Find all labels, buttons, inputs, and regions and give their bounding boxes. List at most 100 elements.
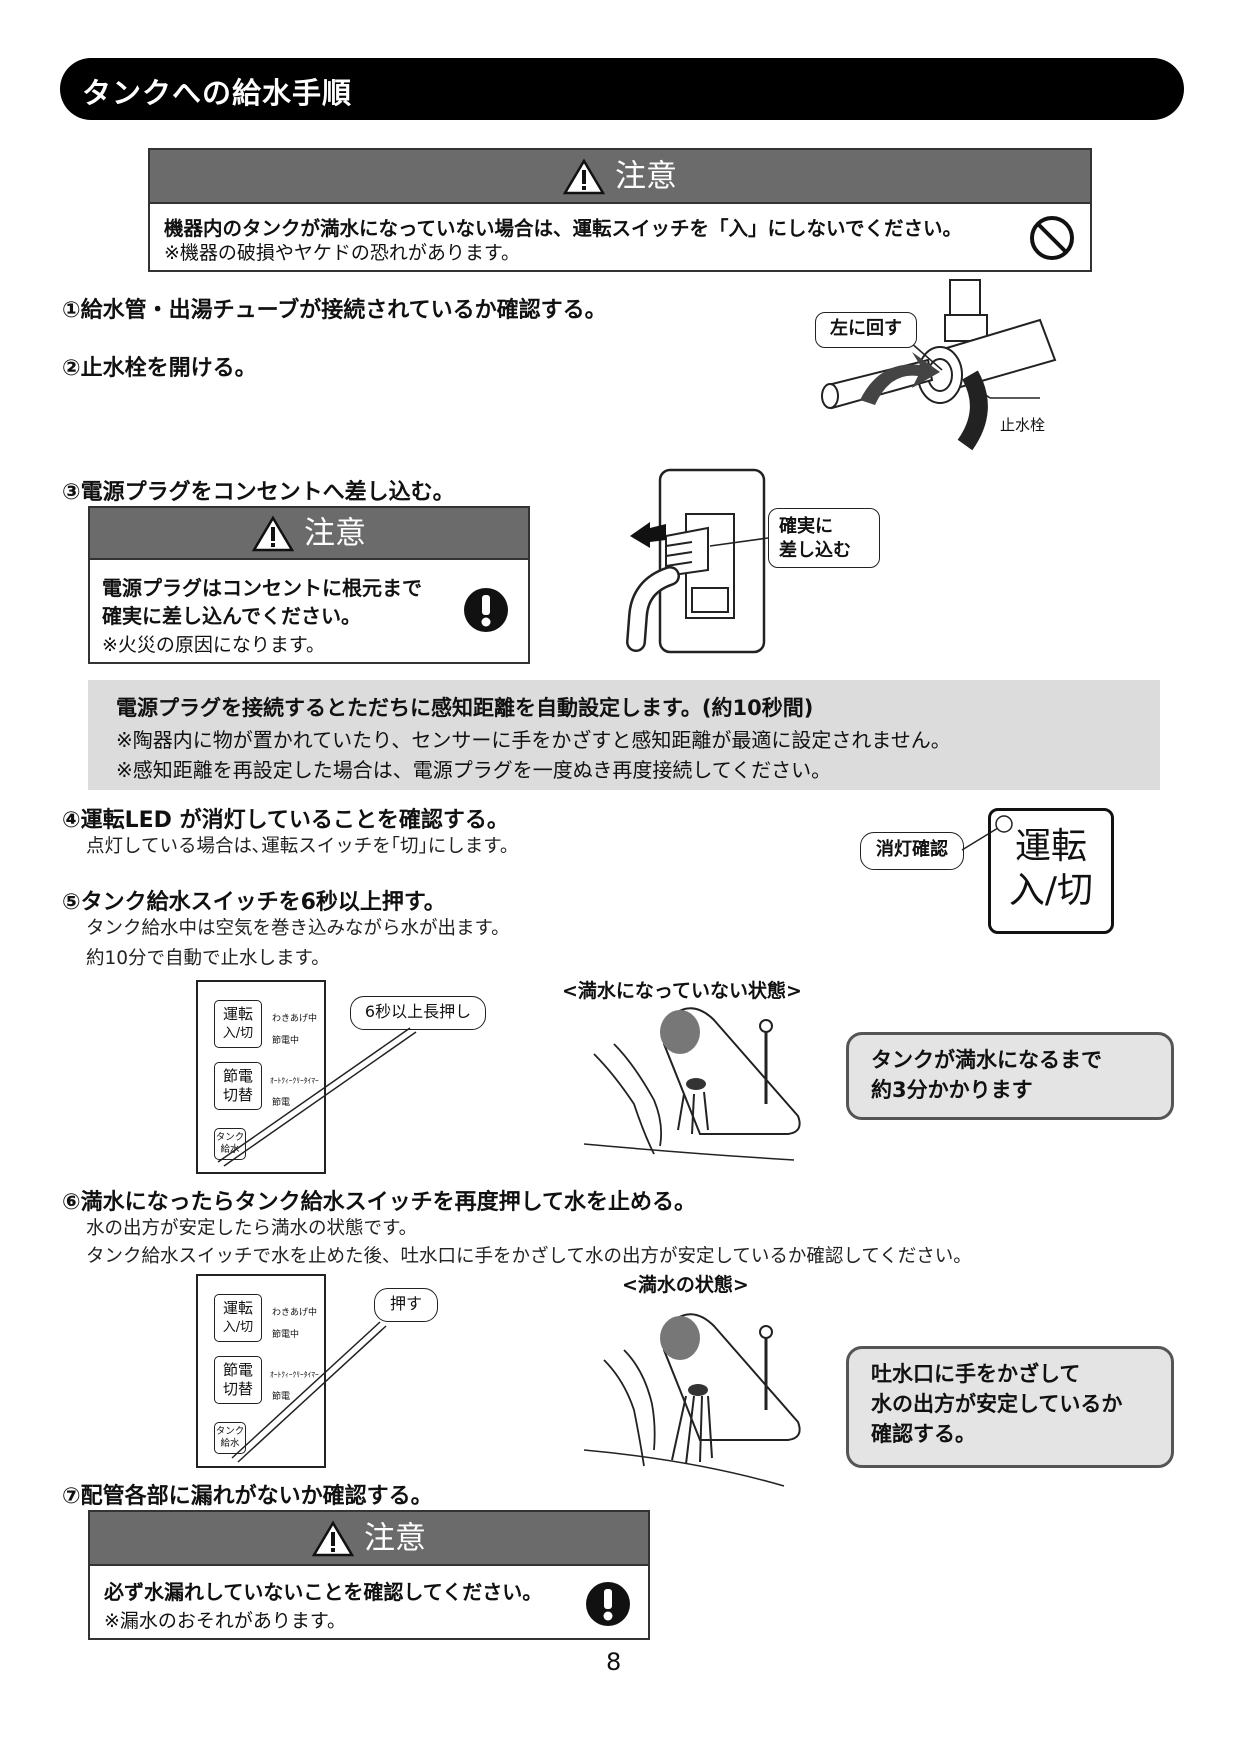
caution-box-top: 注意 機器内のタンクが満水になっていない場合は、運転スイッチを「入」にしないでく… <box>148 148 1092 272</box>
run-button-line1: 運転 <box>1014 826 1087 867</box>
power-save-label1: 節電 <box>222 1067 253 1085</box>
sensor-note-line3: ※感知距離を再設定した場合は、電源プラグを一度ぬき再度接続してください。 <box>116 758 832 782</box>
run-button-label2: 入/切 <box>222 1026 254 1041</box>
tank-fill-button[interactable]: タンク 給水 <box>214 1422 246 1454</box>
caution-text-line1: 電源プラグはコンセントに根元まで <box>102 576 422 600</box>
caution-body: 必ず水漏れしていないことを確認してください。 ※漏水のおそれがあります。 <box>90 1566 648 1640</box>
tank-fill-button[interactable]: タンク 給水 <box>214 1128 246 1160</box>
sensor-note-box: 電源プラグを接続するとただちに感知距離を自動設定します。(約10秒間) ※陶器内… <box>88 680 1160 790</box>
run-button-large: 運転 入/切 <box>988 808 1114 934</box>
power-save-label2: 切替 <box>222 1380 253 1398</box>
run-button-line2: 入/切 <box>1008 870 1094 911</box>
power-save-button[interactable]: 節電 切替 <box>214 1062 262 1110</box>
saving-label: 節電中 <box>272 1330 300 1340</box>
saving-label: 節電中 <box>272 1036 300 1046</box>
caution-text-main: 機器内のタンクが満水になっていない場合は、運転スイッチを「入」にしないでください… <box>164 217 962 240</box>
faucet-full-illustration <box>583 1313 801 1487</box>
tank-fill-time-line2: 約3分かかります <box>871 1078 1033 1102</box>
tank-fill-label2: 給水 <box>220 1144 240 1155</box>
caution-text-note: ※機器の破損やヤケドの恐れがあります。 <box>164 242 521 264</box>
auto-timer-label: ｵｰﾄｸｨｰｸﾘｰﾀｲﾏｰ <box>270 1370 319 1379</box>
check-flow-line1: 吐水口に手をかざして <box>871 1362 1081 1386</box>
caution-text-note: ※漏水のおそれがあります。 <box>104 1610 347 1632</box>
press-tag: 押す <box>374 1288 438 1322</box>
heating-label: わきあげ中 <box>272 1014 318 1024</box>
tank-fill-time-line1: タンクが満水になるまで <box>871 1048 1102 1072</box>
step-4-detail: 点灯している場合は､運転スイッチを｢切｣にします。 <box>86 836 519 857</box>
saving-label-2: 節電 <box>272 1392 291 1402</box>
power-save-button[interactable]: 節電 切替 <box>214 1356 262 1404</box>
heating-label: わきあげ中 <box>272 1308 318 1318</box>
led-indicator-icon <box>995 815 1013 833</box>
step-7: ⑦配管各部に漏れがないか確認する。 <box>62 1484 433 1509</box>
step-6-detail-1: 水の出方が安定したら満水の状態です。 <box>86 1218 418 1239</box>
tank-fill-label1: タンク <box>215 1132 245 1143</box>
caution-header: 注意 <box>90 1512 648 1566</box>
run-button-label1: 運転 <box>222 1299 253 1317</box>
step-3: ③電源プラグをコンセントへ差し込む。 <box>62 480 455 505</box>
sensor-note-main: 電源プラグを接続するとただちに感知距離を自動設定します。(約10秒間) <box>116 696 814 720</box>
stop-valve-label: 止水栓 <box>1000 416 1046 434</box>
caution-text-note: ※火災の原因になります。 <box>102 634 326 656</box>
not-full-state-label: <満水になっていない状態> <box>562 980 802 1002</box>
full-state-label: <満水の状態> <box>622 1274 749 1296</box>
caution-label: 注意 <box>364 1520 426 1557</box>
section-title: タンクへの給水手順 <box>82 76 353 110</box>
mandatory-icon <box>464 588 508 632</box>
stop-valve-illustration <box>821 279 1057 451</box>
faucet-not-full-illustration <box>583 1007 801 1161</box>
run-button-label1: 運転 <box>222 1005 253 1023</box>
callout-line <box>231 1321 387 1463</box>
run-button-label2: 入/切 <box>222 1320 254 1335</box>
insert-tag-line1: 確実に <box>779 516 833 537</box>
warning-triangle-icon <box>311 1520 355 1556</box>
control-panel-step5: 運転 入/切 節電 切替 タンク 給水 わきあげ中 節電中 ｵｰﾄｸｨｰｸﾘｰﾀ… <box>196 980 326 1174</box>
step-6: ⑥満水になったらタンク給水スイッチを再度押して水を止める。 <box>62 1190 696 1215</box>
outlet-illustration <box>626 468 769 654</box>
caution-text-line2: 確実に差し込んでください。 <box>102 604 361 628</box>
sensor-note-line2: ※陶器内に物が置かれていたり、センサーに手をかざすと感知距離が最適に設定されませ… <box>116 728 951 752</box>
step-4: ④運転LED が消灯していることを確認する。 <box>62 808 509 833</box>
prohibited-icon <box>1030 216 1074 260</box>
tank-fill-time-callout: タンクが満水になるまで 約3分かかります <box>846 1032 1174 1120</box>
run-button[interactable]: 運転 入/切 <box>214 1000 262 1048</box>
section-header: タンクへの給水手順 <box>60 58 1184 120</box>
caution-label: 注意 <box>304 515 366 552</box>
warning-triangle-icon <box>251 515 295 551</box>
turn-left-tag: 左に回す <box>815 312 917 348</box>
check-flow-callout: 吐水口に手をかざして 水の出方が安定しているか 確認する。 <box>846 1346 1174 1468</box>
power-save-label1: 節電 <box>222 1361 253 1379</box>
caution-box-leak: 注意 必ず水漏れしていないことを確認してください。 ※漏水のおそれがあります。 <box>88 1510 650 1640</box>
insert-firmly-tag: 確実に 差し込む <box>768 508 880 568</box>
callout-line <box>961 827 999 851</box>
check-flow-line3: 確認する。 <box>871 1422 976 1446</box>
insert-tag-line2: 差し込む <box>779 540 851 561</box>
caution-box-plug: 注意 電源プラグはコンセントに根元まで 確実に差し込んでください。 ※火災の原因… <box>88 506 530 664</box>
tank-fill-label1: タンク <box>215 1426 245 1437</box>
saving-label-2: 節電 <box>272 1098 291 1108</box>
caution-text-main: 必ず水漏れしていないことを確認してください。 <box>104 1580 543 1604</box>
step-5-detail-1: タンク給水中は空気を巻き込みながら水が出ます。 <box>86 918 510 939</box>
caution-label: 注意 <box>615 158 677 195</box>
callout-line <box>217 1027 417 1167</box>
mandatory-icon <box>586 1582 630 1626</box>
long-press-tag: 6秒以上長押し <box>350 996 486 1030</box>
step-5: ⑤タンク給水スイッチを6秒以上押す。 <box>62 890 446 915</box>
auto-timer-label: ｵｰﾄｸｨｰｸﾘｰﾀｲﾏｰ <box>270 1076 319 1085</box>
tank-fill-label2: 給水 <box>220 1438 240 1449</box>
check-flow-line2: 水の出方が安定しているか <box>871 1392 1123 1416</box>
caution-header: 注意 <box>90 508 528 560</box>
control-panel-step6: 運転 入/切 節電 切替 タンク 給水 わきあげ中 節電中 ｵｰﾄｸｨｰｸﾘｰﾀ… <box>196 1274 326 1468</box>
page-number: 8 <box>606 1648 622 1676</box>
light-off-check-tag: 消灯確認 <box>860 832 964 870</box>
warning-triangle-icon <box>562 158 606 194</box>
caution-header: 注意 <box>150 150 1090 204</box>
caution-body: 電源プラグはコンセントに根元まで 確実に差し込んでください。 ※火災の原因になり… <box>90 560 528 664</box>
step-6-detail-2: タンク給水スイッチで水を止めた後、吐水口に手をかざして水の出方が安定しているか確… <box>86 1246 972 1267</box>
run-button[interactable]: 運転 入/切 <box>214 1294 262 1342</box>
step-1: ①給水管・出湯チューブが接続されているか確認する。 <box>62 298 607 323</box>
step-2: ②止水栓を開ける。 <box>62 356 257 381</box>
power-save-label2: 切替 <box>222 1086 253 1104</box>
caution-body: 機器内のタンクが満水になっていない場合は、運転スイッチを「入」にしないでください… <box>150 204 1090 272</box>
step-5-detail-2: 約10分で自動で止水します。 <box>86 948 330 969</box>
